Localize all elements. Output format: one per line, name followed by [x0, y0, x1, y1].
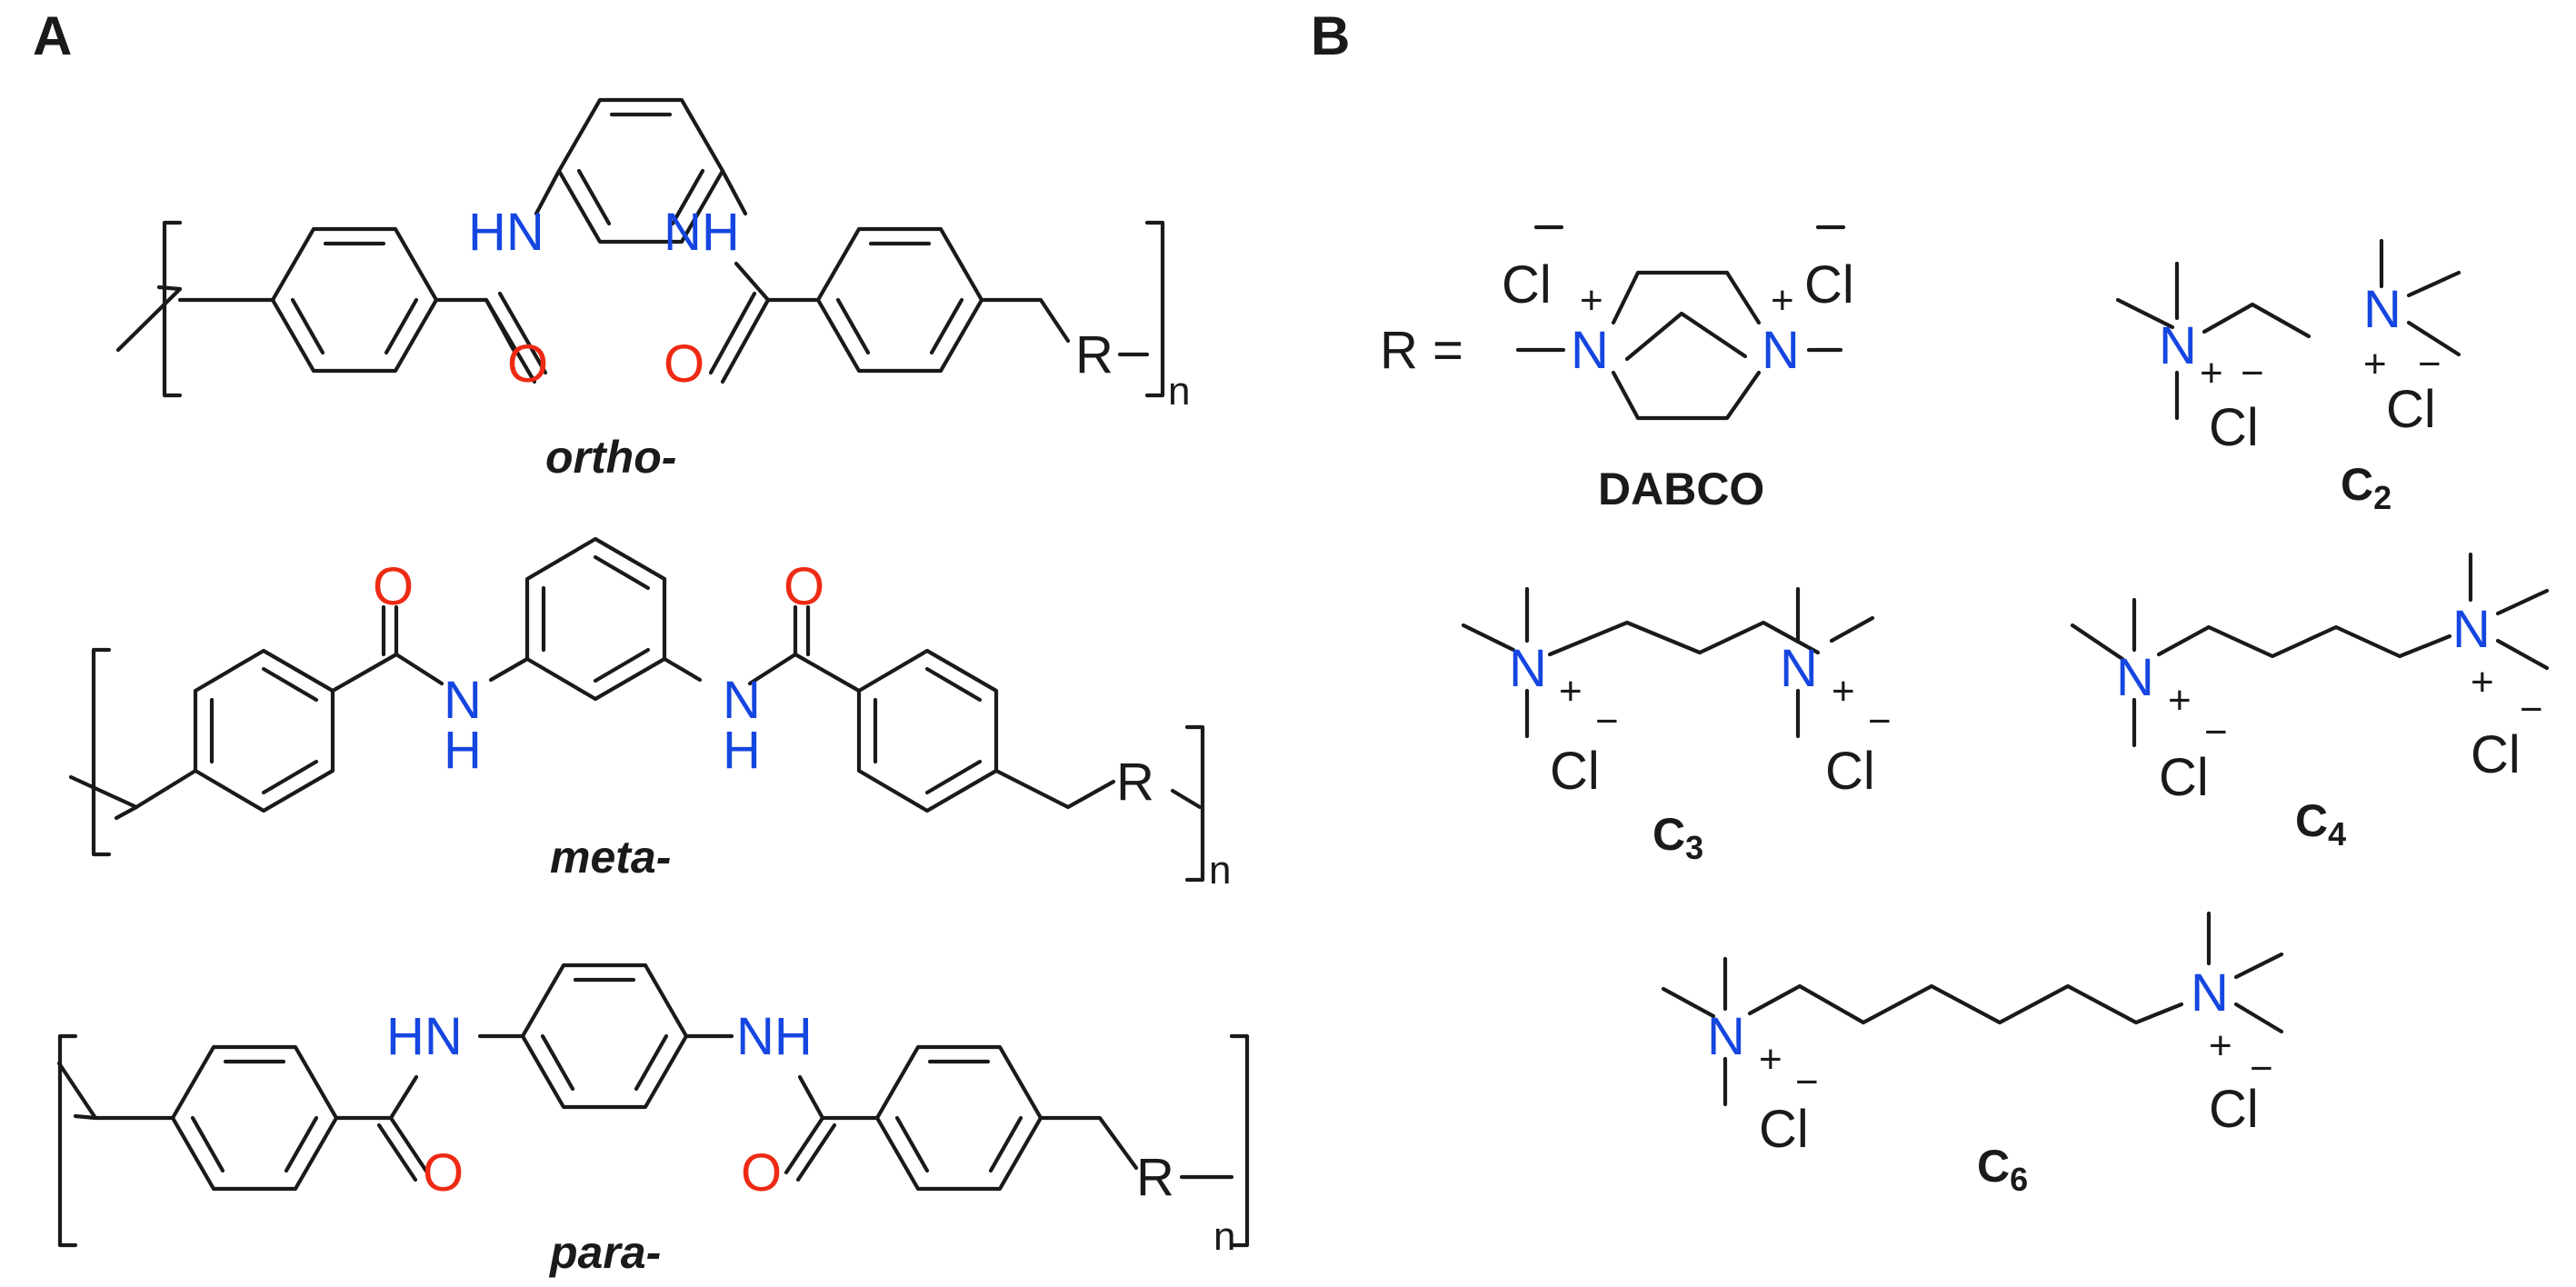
dabco-label: DABCO — [1598, 464, 1764, 514]
meta-repeat-n: n — [1209, 848, 1231, 893]
c2-label: C2 — [2341, 459, 2391, 516]
para-repeat-n: n — [1213, 1214, 1235, 1259]
c3-plus-right: + — [1832, 669, 1855, 713]
c6-n-left: N — [1707, 1007, 1745, 1066]
ortho-label: ortho- — [545, 432, 676, 483]
dabco-cl-left: Cl — [1502, 255, 1552, 314]
c4-cl-right: Cl — [2471, 725, 2521, 784]
c2-plus-left: + — [2200, 351, 2223, 395]
c6-minus-left: − — [1795, 1060, 1819, 1104]
ortho-nh-left: HN — [468, 203, 544, 262]
meta-n-left: N — [444, 671, 482, 730]
para-nh-right: NH — [736, 1007, 813, 1066]
c3-cl-left: Cl — [1550, 742, 1600, 801]
para-o-right: O — [741, 1143, 782, 1202]
dabco-plus-left: + — [1580, 278, 1603, 323]
para-polymer-structure: HN NH O O R n para- — [56, 963, 1250, 1278]
ortho-repeat-n: n — [1168, 369, 1190, 414]
c2-minus-left: − — [2241, 351, 2264, 395]
c2-cl-right: Cl — [2386, 380, 2436, 439]
c4-minus-right: − — [2520, 687, 2543, 732]
meta-n-right: N — [723, 671, 761, 730]
c6-cl-right: Cl — [2209, 1080, 2259, 1139]
c6-plus-left: + — [1759, 1037, 1782, 1082]
ortho-r-group: R — [1075, 325, 1113, 384]
c3-n-right: N — [1780, 639, 1818, 698]
meta-label: meta- — [550, 832, 671, 883]
dabco-n-left: N — [1571, 321, 1609, 380]
c4-minus-left: − — [2204, 710, 2228, 754]
para-hn-left: HN — [386, 1007, 463, 1066]
para-r-group: R — [1136, 1148, 1174, 1207]
dabco-structure: N N + + Cl Cl DABCO — [1502, 224, 1854, 514]
para-label: para- — [548, 1227, 661, 1278]
c4-structure: N N + − + − Cl Cl C4 — [2070, 552, 2550, 853]
c6-plus-right: + — [2209, 1023, 2232, 1068]
meta-polymer-structure: O O N H N H R n meta- — [68, 536, 1231, 893]
c4-n-left: N — [2116, 648, 2154, 707]
c6-label: C6 — [1977, 1141, 2028, 1198]
c4-label: C4 — [2295, 795, 2346, 853]
meta-o-right: O — [784, 557, 824, 616]
c6-minus-right: − — [2250, 1046, 2273, 1091]
dabco-plus-right: + — [1771, 278, 1794, 323]
c2-structure: N N + − + − Cl Cl C2 — [2115, 238, 2461, 516]
c2-minus-right: − — [2418, 342, 2441, 386]
meta-r-group: R — [1116, 753, 1154, 812]
c3-cl-right: Cl — [1825, 742, 1875, 801]
c2-n-right: N — [2363, 280, 2401, 339]
ortho-nh-right: NH — [664, 203, 740, 262]
meta-o-left: O — [373, 557, 414, 616]
c6-n-right: N — [2191, 963, 2229, 1023]
c4-plus-left: + — [2168, 678, 2192, 723]
panel-label-b: B — [1311, 5, 1350, 66]
c6-cl-left: Cl — [1759, 1100, 1809, 1159]
c4-plus-right: + — [2471, 660, 2494, 704]
c2-cl-left: Cl — [2209, 398, 2259, 457]
ortho-o-right: O — [664, 334, 704, 394]
ortho-polymer-structure: HN NH O O R n ortho- — [115, 97, 1190, 483]
c3-structure: N N + − + − Cl Cl C3 — [1461, 586, 1892, 866]
c2-n-left: N — [2159, 316, 2197, 375]
meta-h-right: H — [723, 721, 761, 780]
c4-n-right: N — [2452, 600, 2491, 659]
r-equals-label: R = — [1380, 321, 1463, 380]
c3-label: C3 — [1652, 809, 1703, 866]
c4-cl-left: Cl — [2159, 748, 2209, 807]
dabco-cl-right: Cl — [1804, 255, 1854, 314]
c2-plus-right: + — [2363, 342, 2387, 386]
c3-plus-left: + — [1559, 669, 1583, 713]
c3-minus-left: − — [1595, 699, 1619, 743]
meta-h-left: H — [444, 721, 482, 780]
panel-label-a: A — [33, 5, 72, 66]
c3-minus-right: − — [1868, 699, 1892, 743]
ortho-o-left: O — [507, 334, 548, 394]
c6-structure: N N + − + − Cl Cl C6 — [1661, 911, 2284, 1198]
c3-n-left: N — [1509, 639, 1547, 698]
dabco-n-right: N — [1762, 321, 1800, 380]
para-o-left: O — [423, 1143, 464, 1202]
